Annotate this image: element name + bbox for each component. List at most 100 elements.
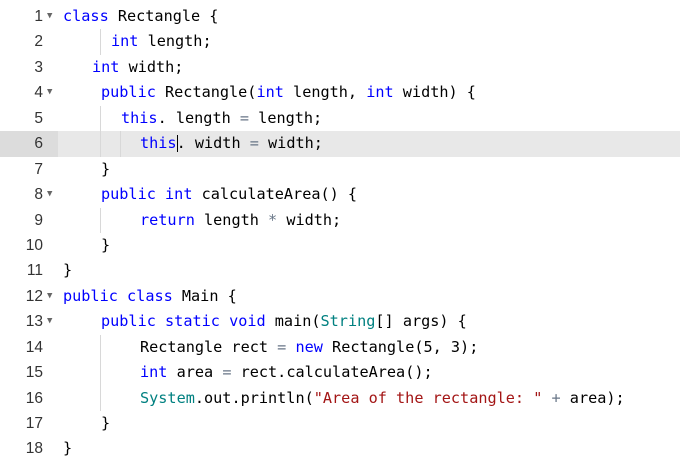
line-gutter: 16 [0,385,58,411]
code-content[interactable]: } [58,157,680,182]
chevron-down-icon[interactable]: ▼ [47,316,53,327]
code-line[interactable]: 10} [0,232,680,259]
code-token: = [277,337,287,356]
indent-guide [100,29,101,55]
line-gutter: 14 [0,334,58,361]
code-token [542,389,551,407]
code-token: "Area of the rectangle: " [313,388,543,407]
code-line[interactable]: 11} [0,258,680,284]
code-text: int area = rect.calculateArea(); [140,360,433,385]
code-token: } [63,261,73,280]
code-content[interactable]: int length; [58,29,680,55]
code-token: int [366,83,394,102]
code-token: public [63,286,118,305]
code-text: public Rectangle(int length, int width) … [101,80,476,105]
code-token: calculateArea() { [192,185,358,204]
code-token: this [140,134,177,153]
code-token: length; [249,108,323,127]
line-gutter: 17 [0,411,58,437]
code-line[interactable]: 13 ▼ public static void main(String[] args… [0,309,680,335]
line-gutter: 18 [0,436,58,462]
code-token: public [101,185,156,204]
code-content[interactable]: return length * width; [58,207,680,233]
code-line[interactable]: 18} [0,436,680,462]
code-token: public [101,83,156,102]
line-number: 17 [25,415,43,432]
code-token: int [256,83,284,102]
line-number: 5 [34,109,43,127]
code-line[interactable]: 8▼public int calculateArea() { [0,182,680,208]
chevron-down-icon[interactable]: ▼ [47,87,53,98]
code-content[interactable]: int width; [58,55,680,80]
code-token [220,312,229,330]
code-token: = [239,108,250,127]
code-content[interactable]: public int calculateArea() { [58,182,680,207]
code-line[interactable]: 14 Rectangle rect = new Rectangle(5, 3); [0,334,680,361]
code-text: this. width = width; [140,131,323,156]
code-content[interactable]: class Rectangle { [58,4,680,29]
line-number: 7 [34,160,43,178]
code-token: class [63,7,109,25]
indent-guide [100,207,101,233]
code-content[interactable]: } [58,436,680,461]
code-text: public int calculateArea() { [101,182,357,207]
code-content[interactable]: Rectangle rect = new Rectangle(5, 3); [58,334,680,361]
code-line[interactable]: 9 return length * width; [0,207,680,233]
line-number: 18 [25,440,43,458]
code-token: this [121,108,158,127]
code-content[interactable]: int area = rect.calculateArea(); [58,360,680,386]
code-line[interactable]: 5 this. length = length; [0,105,680,132]
code-content[interactable]: this. length = length; [58,105,680,132]
code-token: length; [138,32,212,51]
code-line[interactable]: 12▼public class Main { [0,283,680,310]
chevron-down-icon[interactable]: ▼ [47,290,53,301]
code-content[interactable]: } [58,233,680,258]
line-number: 13 [25,313,43,331]
code-token: static [165,312,220,331]
code-token [156,312,165,330]
code-text: } [101,157,110,182]
line-number: 10 [25,236,43,254]
code-content[interactable]: System.out.println("Area of the rectangl… [58,385,680,411]
code-token: int [165,185,193,204]
code-text: int width; [92,55,183,80]
code-text: } [63,436,72,461]
code-content[interactable]: } [58,258,680,283]
code-content[interactable]: public static void main(String[] args) { [58,309,680,334]
code-content[interactable]: public Rectangle(int length, int width) … [58,80,680,105]
line-number: 14 [25,338,43,356]
line-gutter: 7 [0,156,58,183]
code-text: } [101,411,110,436]
code-text: class Rectangle { [63,4,218,29]
chevron-down-icon[interactable]: ▼ [47,189,53,200]
code-token [156,185,165,203]
line-number: 2 [34,33,43,51]
code-content[interactable]: this. width = width; [58,131,680,157]
code-token: Rectangle rect [140,337,278,356]
code-line[interactable]: 2 int length; [0,29,680,55]
code-token: return [140,210,195,229]
code-line[interactable]: 7} [0,156,680,183]
line-gutter: 5 [0,105,58,132]
code-token: . width [176,134,250,153]
line-gutter: 10 [0,232,58,259]
line-number: 9 [34,211,43,229]
chevron-down-icon[interactable]: ▼ [47,11,53,21]
code-line[interactable]: 1▼class Rectangle { [0,4,680,30]
line-gutter: 12▼ [0,283,58,310]
code-line[interactable]: 4▼public Rectangle(int length, int width… [0,80,680,106]
code-token: int [92,57,120,76]
code-token: + [551,388,561,407]
code-token: public [101,312,156,331]
code-line[interactable]: 17} [0,411,680,437]
line-gutter: 15 [0,360,58,386]
code-token: int [111,32,139,51]
code-content[interactable]: public class Main { [58,284,680,309]
code-content[interactable]: } [58,411,680,436]
code-line[interactable]: 15 int area = rect.calculateArea(); [0,360,680,386]
code-token: length, [283,83,367,102]
